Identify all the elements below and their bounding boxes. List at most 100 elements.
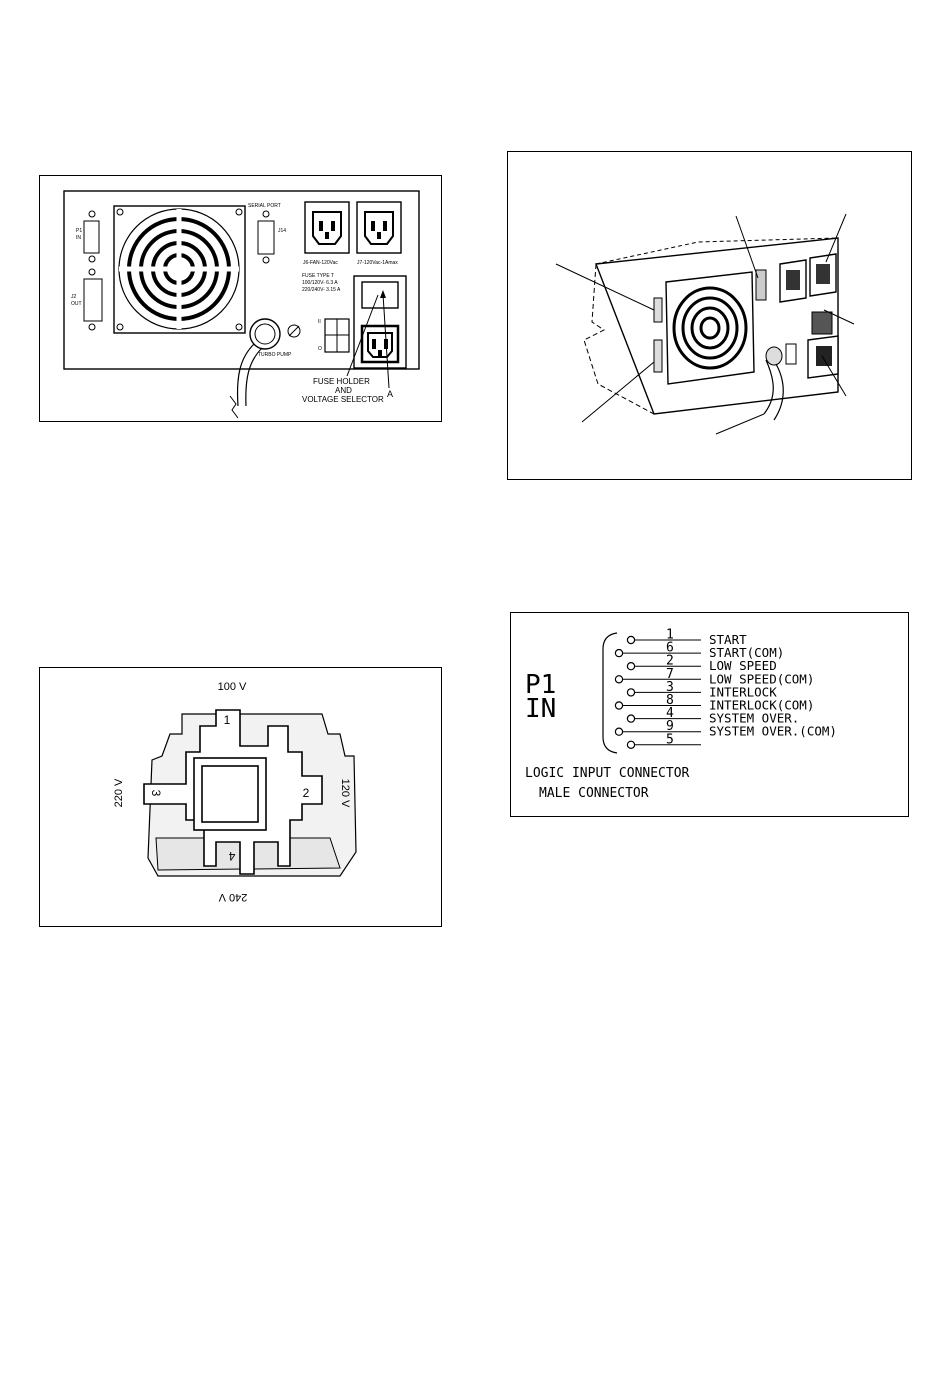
serial-port-label: SERIAL PORT xyxy=(248,203,281,209)
pin-row: 7 LOW SPEED(COM) xyxy=(614,667,814,686)
pin-label: SYSTEM OVER.(COM) xyxy=(709,724,837,739)
callout-a: A xyxy=(387,389,393,399)
rear-panel-figure: P1 IN J2 OUT SERIAL PORT J14 xyxy=(39,175,442,422)
voltage-100-label: 100 V xyxy=(218,681,247,693)
pin-number: 3 xyxy=(666,680,674,695)
pin-number: 2 xyxy=(666,654,674,669)
voltage-selector-drawing: 1 2 3 4 100 V 220 V 120 V 240 V xyxy=(113,681,357,903)
pin-number: 4 xyxy=(666,706,674,721)
voltage-selector-figure: 1 2 3 4 100 V 220 V 120 V 240 V xyxy=(39,667,442,927)
pin-row: 8 INTERLOCK(COM) xyxy=(614,693,814,713)
pin-row: 2 LOW SPEED xyxy=(626,654,777,673)
pin-circle xyxy=(614,727,624,736)
leader-power-entry xyxy=(821,355,847,397)
tab-2: 2 xyxy=(303,786,310,800)
pin-circle xyxy=(614,648,624,658)
hidden-edge xyxy=(595,237,839,265)
power-switch-icon[interactable]: II O xyxy=(318,318,350,353)
j2-sublabel: OUT xyxy=(71,301,82,307)
voltage-240-label: 240 V xyxy=(218,891,247,903)
pin-label: LOW SPEED xyxy=(709,658,777,673)
pin-circle xyxy=(626,688,636,697)
fuse-type-label: FUSE TYPE T xyxy=(302,273,334,279)
caption-male-connector: MALE CONNECTOR xyxy=(539,786,649,801)
pin-row: 9 SYSTEM OVER.(COM) xyxy=(614,719,837,739)
leader-j2 xyxy=(581,361,655,423)
callout-voltage-selector: VOLTAGE SELECTOR xyxy=(302,395,384,404)
j6-socket-icon xyxy=(779,259,807,303)
j2-label: J2 xyxy=(71,294,77,300)
fuse-holder-icon xyxy=(811,311,833,335)
pin-label: LOW SPEED(COM) xyxy=(709,671,814,686)
pin-label: INTERLOCK xyxy=(709,684,777,699)
svg-text:II: II xyxy=(318,319,321,325)
j2-connector-icon xyxy=(653,339,663,373)
callout-leader-line xyxy=(346,294,379,377)
pin-row: 5 xyxy=(626,732,701,749)
leader-p1 xyxy=(555,263,655,311)
pin-label: INTERLOCK(COM) xyxy=(709,698,814,713)
j2-connector-icon xyxy=(83,268,103,331)
tab-3: 3 xyxy=(149,790,163,797)
p1-connector-icon xyxy=(653,297,663,323)
dsub-shell-icon xyxy=(602,632,618,754)
svg-text:O: O xyxy=(318,346,322,352)
power-switch-icon xyxy=(785,343,797,365)
turbo-pump-label: TURBO PUMP xyxy=(258,352,292,358)
connector-name-p1: P1 xyxy=(525,670,556,700)
caption-logic-input: LOGIC INPUT CONNECTOR xyxy=(525,766,690,781)
isometric-view-figure xyxy=(507,151,912,480)
pin-number: 8 xyxy=(666,693,674,708)
pin-row: 3 INTERLOCK xyxy=(626,680,777,699)
controller-outline xyxy=(63,190,420,370)
callout-a-leader xyxy=(382,293,390,389)
leader-serial xyxy=(735,215,759,279)
cutaway-edge xyxy=(583,263,655,415)
pin-label: SYSTEM OVER. xyxy=(709,711,799,726)
selector-window xyxy=(201,765,259,823)
fan-icon xyxy=(113,205,246,334)
leader-fuse xyxy=(823,309,855,325)
fan-icon xyxy=(665,271,755,385)
j7-socket-icon xyxy=(356,201,402,254)
pin-circle xyxy=(626,740,636,749)
pin-label: START(COM) xyxy=(709,645,784,660)
pin-row: 4 SYSTEM OVER. xyxy=(626,706,799,726)
pin-row: 1 START xyxy=(626,628,747,647)
leader-cable xyxy=(715,413,765,435)
tab-4: 4 xyxy=(228,849,235,863)
pin-number: 1 xyxy=(666,628,674,643)
p1-label: P1 xyxy=(76,228,82,234)
pin-circle xyxy=(614,675,624,684)
pin-circle xyxy=(626,662,636,671)
serial-port-icon xyxy=(755,269,767,301)
callout-fuse-holder: FUSE HOLDER xyxy=(313,377,370,386)
turbo-pump-cable-icon xyxy=(229,318,301,419)
pin-number: 9 xyxy=(666,719,674,734)
pin-circle xyxy=(626,714,636,723)
rear-panel-drawing: P1 IN J2 OUT SERIAL PORT J14 xyxy=(63,190,420,419)
serial-port-icon xyxy=(257,210,275,264)
pin-number: 7 xyxy=(666,667,674,682)
leader-j7 xyxy=(825,213,847,263)
connector-name-in: IN xyxy=(525,694,556,724)
fuse-rating-2: 220/240V- 3.15 A xyxy=(302,287,341,293)
pin-number: 5 xyxy=(666,732,674,747)
pin-circle xyxy=(626,635,636,645)
j6-socket-icon xyxy=(304,201,350,254)
turbo-pump-cable-icon xyxy=(763,346,784,421)
pin-circle xyxy=(614,701,624,710)
pin-label: START xyxy=(709,632,747,647)
power-entry-module-icon xyxy=(353,275,407,369)
arrow-icon xyxy=(380,290,386,298)
fuse-rating-1: 100/120V- 6.3 A xyxy=(302,280,338,286)
fuse-holder xyxy=(361,281,399,309)
voltage-120-label: 120 V xyxy=(339,779,351,808)
p1-sublabel: IN xyxy=(76,235,81,241)
j7-socket-icon xyxy=(809,253,837,297)
j6-label: J6-FAN-120Vac xyxy=(303,260,338,266)
